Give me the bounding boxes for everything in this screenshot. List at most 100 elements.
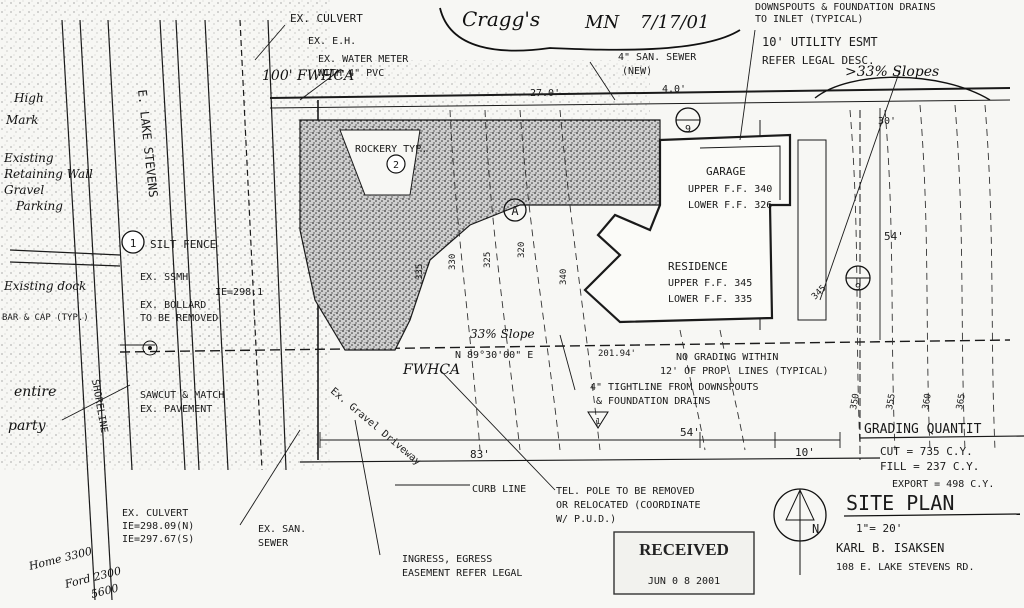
ex-culvert-bot-3: IE=297.67(S) [122,534,194,545]
sawcut-2: EX. PAVEMENT [140,404,212,415]
marker-9-top-label: 9 [685,124,691,135]
phone-line-1: Home 3300 [27,545,94,573]
fwhca-bottom: FWHCA [402,362,460,378]
tel-pole-3: W/ P.U.D.) [556,514,616,525]
driveway-note: Ex. Gravel Driveway [328,386,423,468]
ex-culvert-bot-1: EX. CULVERT [122,508,188,519]
residence-title: RESIDENCE [668,260,728,273]
contour-330: 330 [448,254,458,270]
tightline-2: & FOUNDATION DRAINS [596,396,710,407]
garage-upper: UPPER F.F. 340 [688,184,772,195]
revision-cloud [439,7,741,52]
left-gravel: Gravel [4,183,44,197]
grading-title: GRADING QUANTIT [864,422,982,437]
dim-201: 201.94' [598,349,636,359]
entire-2: party [8,418,47,434]
marker-a-label: A [511,204,519,218]
utility-esmt-2: REFER LEGAL DESC. [762,54,875,67]
no-grading-1: NO GRADING WITHIN [676,352,778,363]
garage-outline [699,139,827,321]
marker-9-right: 9 [845,265,871,293]
dim-54-right: 54' [884,230,904,243]
left-retaining-wall: Retaining Wall [3,167,93,181]
ingress-2: EASEMENT REFER LEGAL [402,568,522,579]
ex-eh: EX. E.H. [308,36,356,47]
ie-ssmh-note: IE=298.1 [215,287,263,298]
north-arrow-letter: N [812,522,819,536]
owner-name: KARL B. ISAKSEN [836,541,944,555]
marker-9-top: 9 [675,107,701,135]
phone-notes: Home 3300 Ford 2300 5600 [27,545,123,601]
review-date: 7/17/01 [640,12,709,33]
leader-lines [61,24,901,556]
lake-stevens-road [9,19,287,601]
dim-40: 4.0' [662,84,686,95]
marker-a: A [503,198,527,222]
header-labels: Cragg's MN 7/17/01 [462,7,709,33]
ex-san-2: SEWER [258,538,289,549]
tightline-1: 4" TIGHTLINE FROM DOWNSPOUTS [590,382,759,393]
tel-pole-1: TEL. POLE TO BE REMOVED [556,486,694,497]
ex-san-1: EX. SAN. [258,524,306,535]
downspouts-note-1: DOWNSPOUTS & FOUNDATION DRAINS [755,2,936,13]
dimension-lines [319,108,881,448]
tel-pole-2: OR RELOCATED (COORDINATE [556,500,701,511]
ex-bollard-1: EX. BOLLARD [140,300,206,311]
entire-1: entire [14,384,56,400]
ex-water-meter-2: WITH 4" PVC [318,68,384,79]
contour-360: 360 [921,393,934,411]
grading-export: EXPORT = 498 C.Y. [892,479,994,490]
san-sewer-1: 4" SAN. SEWER [618,52,697,63]
received-stamp-title: RECEIVED [639,540,729,559]
marker-9-right-label: 9 [855,282,861,293]
contour-355: 355 [885,393,898,411]
bar-cap-note: BAR & CAP (TYP.) [2,313,89,323]
slope-arc [814,76,991,101]
silt-fence-marker: 1 [121,230,145,254]
contour-340: 340 [559,269,569,285]
ex-culvert-top: EX. CULVERT [290,12,363,25]
left-existing: Existing [3,151,54,165]
site-plan-title: SITE PLAN [846,491,954,515]
contour-350: 350 [849,393,862,411]
existing-dock: Existing dock [3,279,86,293]
dim-10: 10' [795,446,815,459]
ingress-1: INGRESS, EGRESS [402,554,492,565]
silt-fence-note: SILT FENCE [150,238,216,251]
contour-365: 365 [955,393,968,411]
ex-ssmh-note: EX. SSMH [140,272,188,283]
dim-27: 27.0' [530,88,560,99]
residence-lower: LOWER F.F. 335 [668,294,752,305]
residence-upper: UPPER F.F. 345 [668,278,752,289]
rockery-number: 2 [393,160,399,171]
contour-325: 325 [483,252,493,268]
title-block: SITE PLAN 1"= 20' KARL B. ISAKSEN 108 E.… [836,491,1021,573]
received-stamp-date: JUN 0 8 2001 [648,576,720,587]
dim-83: 83' [470,448,490,461]
fwhca-top: 100' FWHCA [262,68,354,84]
garage-lower: LOWER F.F. 326 [688,200,772,211]
slopes-note: >33% Slopes [845,64,939,80]
grading-fill: FILL = 237 C.Y. [880,460,979,473]
site-plan-scale: 1"= 20' [856,522,902,535]
project-name: Cragg's [462,7,540,31]
received-stamp: RECEIVED JUN 0 8 2001 [613,531,755,595]
grading-quantities: GRADING QUANTIT CUT = 735 C.Y. FILL = 23… [864,422,994,490]
left-parking: Parking [15,199,63,213]
speckle-texture [0,0,650,470]
building-labels: GARAGE UPPER F.F. 340 LOWER F.F. 326 RES… [668,165,772,305]
san-sewer-2: (NEW) [622,66,652,77]
reviewer-initials: MN [584,12,620,33]
residence-footprint [583,133,792,324]
bearing-label: N 89°30'00" E [455,350,533,361]
rockery-marker: 2 [386,154,406,174]
ex-water-meter-1: EX. WATER METER [318,54,409,65]
left-mark: Mark [5,113,38,127]
grading-box-frame [859,435,1024,439]
sawcut-1: SAWCUT & MATCH [140,390,224,401]
downspouts-note-2: TO INLET (TYPICAL) [755,14,863,25]
manhole-symbol [142,340,158,356]
left-high: High [13,91,44,105]
